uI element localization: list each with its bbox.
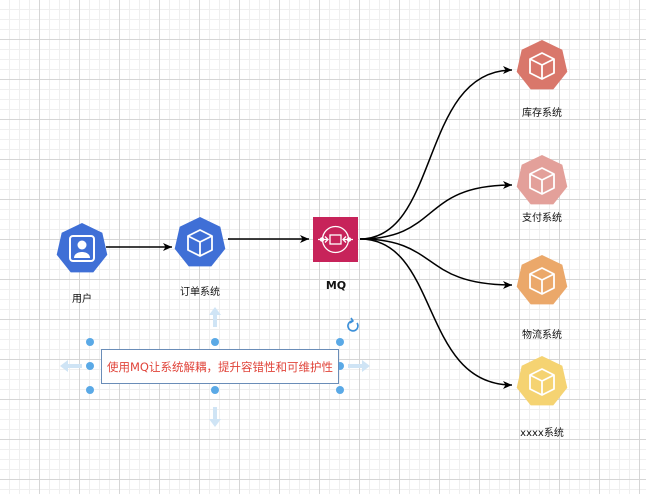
rotate-handle-icon[interactable] xyxy=(347,317,359,332)
message-queue-icon xyxy=(318,225,353,254)
user-node[interactable] xyxy=(56,223,108,273)
selection-handle[interactable] xyxy=(336,386,344,394)
selection-handle[interactable] xyxy=(211,386,219,394)
box-icon xyxy=(529,167,555,195)
selection-handle[interactable] xyxy=(86,338,94,346)
mq-label: MQ xyxy=(325,279,347,292)
note-textbox[interactable]: 使用MQ让系统解耦，提升容错性和可维护性 xyxy=(101,349,339,384)
order-node[interactable] xyxy=(174,217,226,267)
inventory-label: 库存系统 xyxy=(522,108,562,119)
selection-handle[interactable] xyxy=(86,386,94,394)
box-icon xyxy=(529,52,555,80)
box-icon xyxy=(187,229,213,257)
note-text[interactable]: 使用MQ让系统解耦，提升容错性和可维护性 xyxy=(107,359,333,374)
selection-handle[interactable] xyxy=(86,362,94,370)
box-icon xyxy=(529,368,555,396)
user-icon xyxy=(69,235,95,262)
edge-mq-to-inventory[interactable] xyxy=(359,66,513,240)
edge-mq-to-logistics[interactable] xyxy=(359,238,513,289)
logistics-node[interactable] xyxy=(516,255,568,305)
other-label: xxxx系统 xyxy=(520,428,564,439)
selection-arrow-hints[interactable] xyxy=(60,307,370,427)
payment-label: 支付系统 xyxy=(522,213,562,224)
edge-mq-to-other[interactable] xyxy=(359,238,513,389)
edges xyxy=(106,66,513,389)
box-icon xyxy=(529,267,555,295)
order-label: 订单系统 xyxy=(180,287,220,298)
resize-arrow-left-icon[interactable] xyxy=(60,360,82,372)
resize-arrow-down-icon[interactable] xyxy=(209,407,221,427)
logistics-label: 物流系统 xyxy=(522,330,562,341)
mq-node[interactable] xyxy=(313,217,358,262)
selection-handles[interactable] xyxy=(86,338,344,394)
resize-arrow-up-icon[interactable] xyxy=(209,307,221,327)
selection-handle[interactable] xyxy=(211,338,219,346)
resize-arrow-right-icon[interactable] xyxy=(348,360,370,372)
inventory-node[interactable] xyxy=(516,40,568,90)
other-node[interactable] xyxy=(516,356,568,406)
selection-handle[interactable] xyxy=(336,338,344,346)
user-label: 用户 xyxy=(72,294,92,305)
payment-node[interactable] xyxy=(516,155,568,205)
edge-mq-to-payment[interactable] xyxy=(359,181,513,240)
